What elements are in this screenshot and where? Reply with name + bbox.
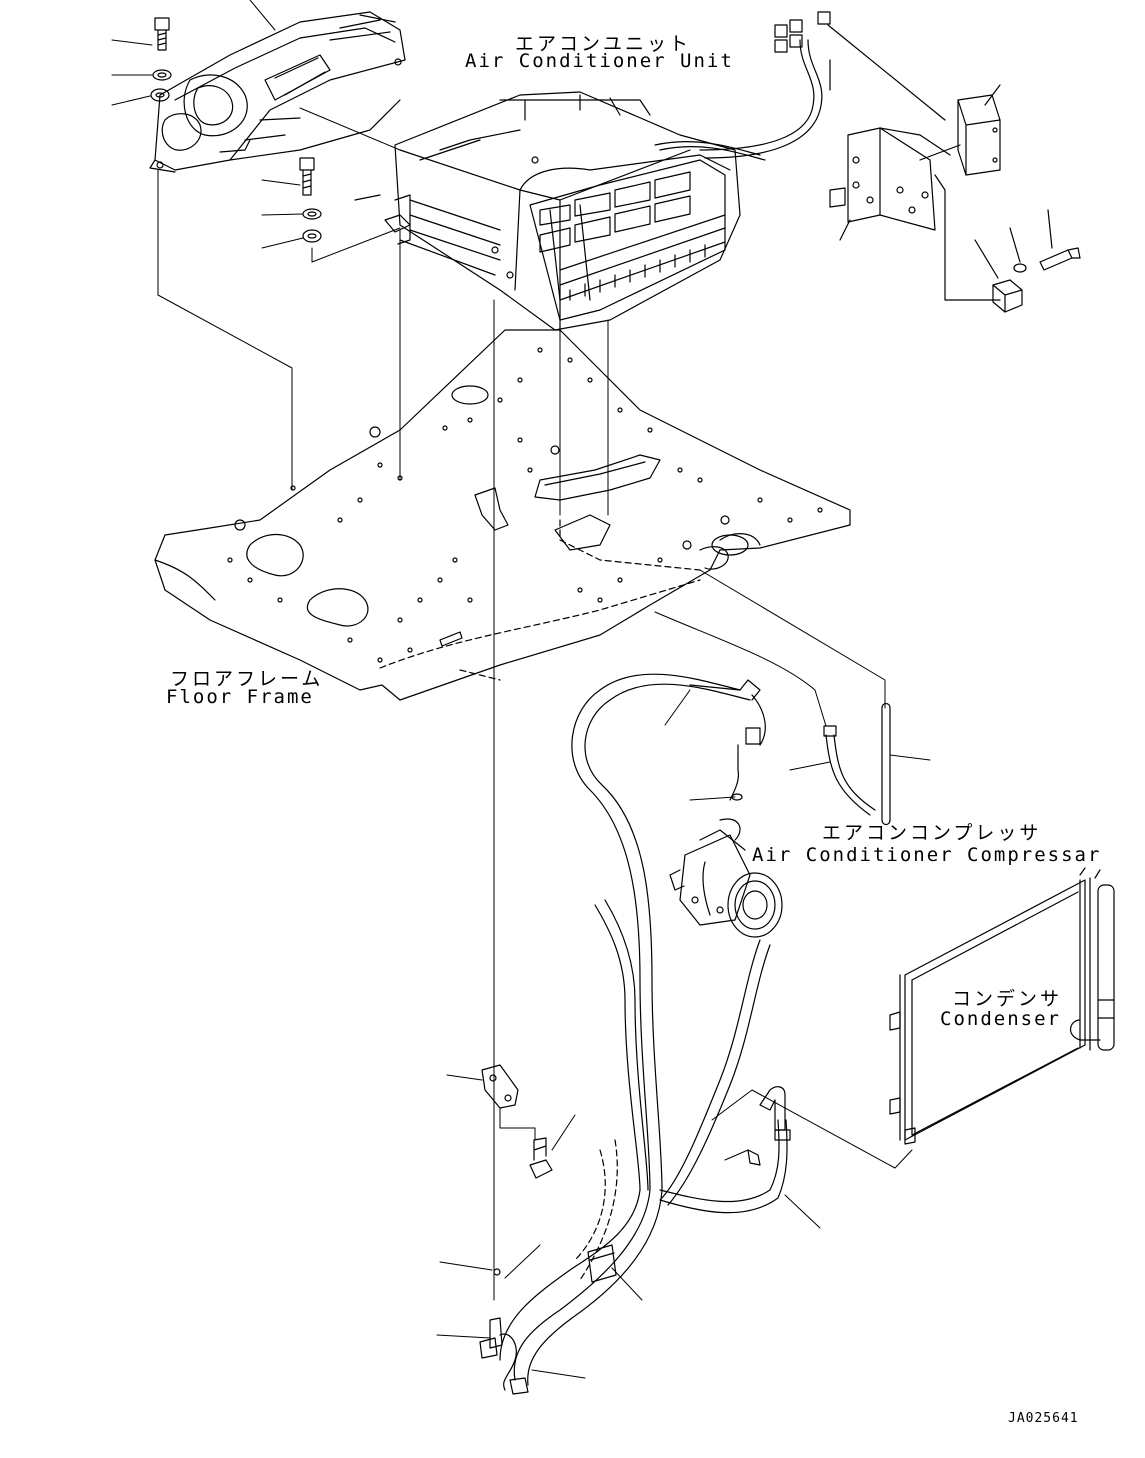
hose-clamp [588,1245,616,1282]
floor-frame [155,330,850,700]
vertical-pipe [882,704,890,825]
compressor-label-jp: エアコンコンプレッサ [822,822,1042,844]
refrigerant-hose-secondary [500,900,770,1360]
unit-bolt [300,158,321,242]
wiring-harness [700,12,945,158]
ac-unit-label-jp: エアコンユニット [515,33,692,55]
leader-lines-hoses [437,570,930,1378]
duct-bolt [151,18,171,101]
air-duct [150,12,405,172]
relay-part [975,210,1080,312]
floor-frame-label-en: Floor Frame [166,686,314,708]
refrigerant-hose-main [514,674,765,1385]
condenser-label-jp: コンデンサ [952,988,1063,1010]
bracket-bolt [530,1138,552,1178]
air-conditioner-compressor [670,745,782,937]
hose-end-fittings [480,1269,528,1394]
condenser [890,868,1114,1144]
controller-box [958,85,1000,175]
mounting-bracket [830,128,1000,300]
condenser-label-en: Condenser [940,1008,1061,1030]
air-conditioner-unit [355,92,765,330]
floor-frame-label-jp: フロアフレーム [170,668,324,690]
drawing-code: JA025641 [1008,1411,1079,1426]
hose-bracket [482,1065,518,1108]
compressor-label-en: Air Conditioner Compressar [752,844,1102,866]
leader-lines-duct [112,0,400,490]
high-pressure-hose [660,1087,790,1213]
leader-lines-unit [262,180,608,1300]
ac-unit-label-en: Air Conditioner Unit [465,50,734,72]
short-hose-left [824,726,875,815]
